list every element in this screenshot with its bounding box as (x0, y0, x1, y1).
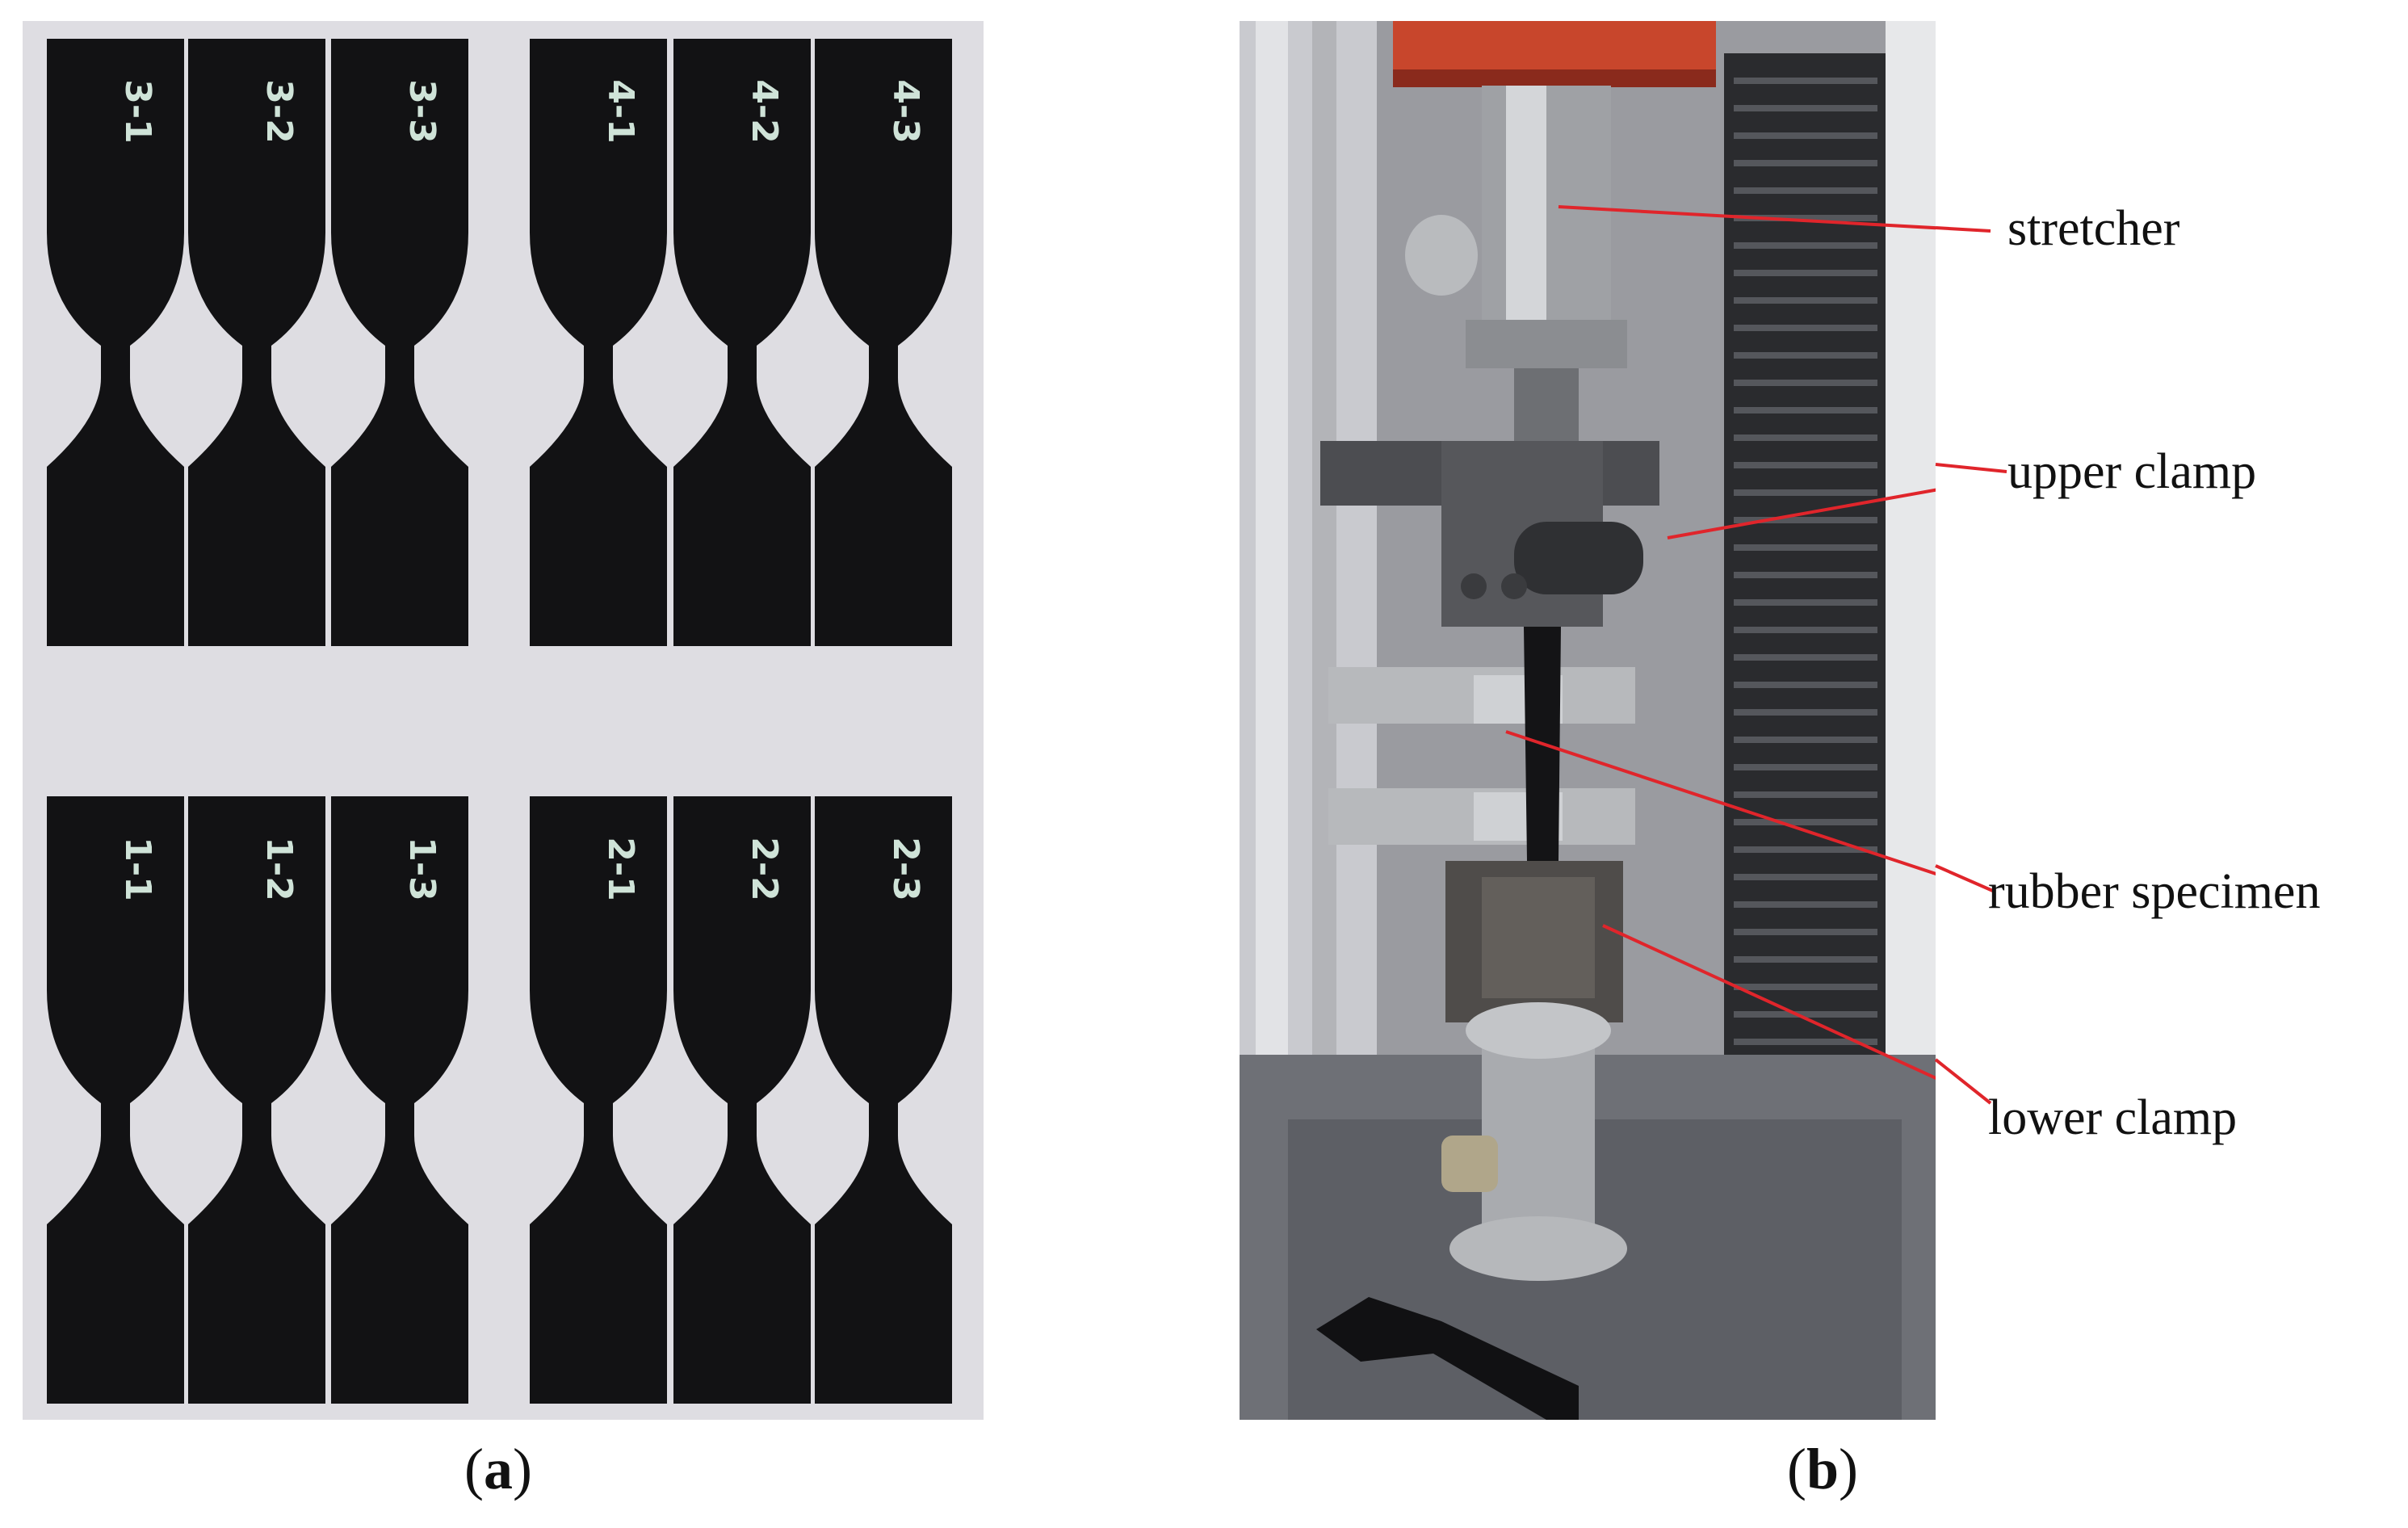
specimen-3-3: 3-3 (331, 39, 468, 646)
specimen-shape (47, 796, 184, 1404)
vent-slat (1734, 791, 1877, 798)
vent-slat (1734, 874, 1877, 880)
specimens-drawing: 3-1 3-2 3-3 4-1 4-2 4-3 1-1 1-2 1-3 2-1 2-2 2-3 (47, 39, 952, 1404)
vent-slat (1734, 956, 1877, 963)
specimen-shape (673, 796, 811, 1404)
callout-lines (1505, 205, 1936, 1081)
label-rubber-specimen: rubber specimen (1988, 864, 2320, 919)
caption-b-letter: b (1806, 1437, 1840, 1501)
specimen-shape (47, 39, 184, 646)
specimen-label: 2-1 (600, 837, 641, 901)
specimen-1-1: 1-1 (47, 796, 184, 1404)
specimen-label: 2-3 (885, 837, 926, 901)
vent-slat (1734, 325, 1877, 331)
specimens-photo: 3-1 3-2 3-3 4-1 4-2 4-3 1-1 1-2 1-3 2-1 2-2 2-3 (23, 21, 984, 1420)
specimen-label: 4-1 (600, 79, 641, 144)
vent-slat (1734, 132, 1877, 139)
specimen-2-2: 2-2 (673, 796, 811, 1404)
specimen-4-1: 4-1 (530, 39, 667, 646)
specimen-label: 3-1 (117, 79, 158, 144)
vent-slat (1734, 434, 1877, 441)
label-stretcher: stretcher (2007, 201, 2180, 256)
specimen-shape (673, 39, 811, 646)
specimen-shape (331, 39, 468, 646)
vent-slat (1734, 929, 1877, 935)
specimen-shape (815, 796, 952, 1404)
specimen-2-1: 2-1 (530, 796, 667, 1404)
vent-slat (1734, 352, 1877, 359)
vent-slat (1734, 242, 1877, 249)
specimen-shape (331, 796, 468, 1404)
label-lower-clamp: lower clamp (1988, 1090, 2237, 1145)
specimen-label: 1-3 (401, 837, 443, 901)
label-upper-clamp: upper clamp (2007, 444, 2256, 499)
vent-slat (1734, 737, 1877, 743)
specimen-1-3: 1-3 (331, 796, 468, 1404)
specimen-shape (530, 796, 667, 1404)
vent-slat (1734, 627, 1877, 633)
vent-slat (1734, 599, 1877, 606)
vent-slat (1734, 984, 1877, 990)
specimen-shape (188, 796, 325, 1404)
tensile-machine-drawing (1240, 21, 1936, 1420)
vent-slat (1734, 901, 1877, 908)
vent-slat (1734, 160, 1877, 166)
vent-slat (1734, 187, 1877, 194)
vent-slat (1734, 215, 1877, 221)
caption-a-letter: a (483, 1437, 513, 1501)
vent-slat (1734, 380, 1877, 386)
vent-slat (1734, 1039, 1877, 1045)
vent-slat (1734, 1011, 1877, 1018)
specimen-label: 3-2 (258, 79, 300, 144)
vent-slat (1734, 517, 1877, 523)
caption-b: (b) (1787, 1437, 1859, 1501)
specimen-label: 3-3 (401, 79, 443, 144)
vent-slat (1734, 489, 1877, 496)
specimen-2-3: 2-3 (815, 796, 952, 1404)
vent-slat (1734, 682, 1877, 688)
vent-slat (1734, 462, 1877, 468)
specimen-3-2: 3-2 (188, 39, 325, 646)
specimen-4-2: 4-2 (673, 39, 811, 646)
specimen-shape (530, 39, 667, 646)
specimen-4-3: 4-3 (815, 39, 952, 646)
specimen-3-1: 3-1 (47, 39, 184, 646)
specimen-label: 1-1 (117, 837, 158, 901)
specimen-label: 4-3 (885, 79, 926, 144)
vent-slat (1734, 764, 1877, 770)
vent-slat (1734, 846, 1877, 853)
specimen-1-2: 1-2 (188, 796, 325, 1404)
machine-vents (1734, 78, 1877, 1100)
vent-slat (1734, 297, 1877, 304)
specimen-shape (188, 39, 325, 646)
vent-slat (1734, 654, 1877, 661)
vent-slat (1734, 270, 1877, 276)
vent-slat (1734, 572, 1877, 578)
specimen-label: 2-2 (744, 837, 785, 901)
vent-slat (1734, 709, 1877, 716)
vent-slat (1734, 544, 1877, 551)
vent-slat (1734, 105, 1877, 111)
tensile-machine-photo (1240, 21, 1936, 1420)
specimen-label: 4-2 (744, 79, 785, 144)
vent-slat (1734, 407, 1877, 413)
vent-slat (1734, 819, 1877, 825)
specimen-shape (815, 39, 952, 646)
vent-slat (1734, 78, 1877, 84)
caption-a: (a) (464, 1437, 532, 1501)
specimen-label: 1-2 (258, 837, 300, 901)
